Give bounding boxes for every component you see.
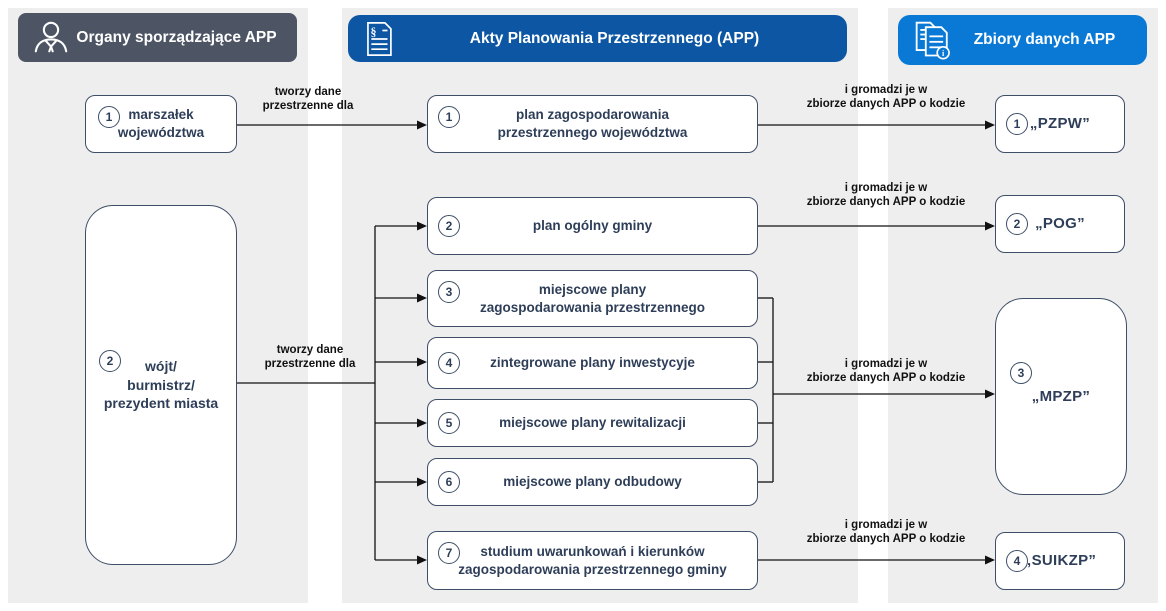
svg-text:§: §	[371, 24, 377, 38]
number-badge: 1	[438, 106, 460, 128]
number-badge: 2	[438, 215, 460, 237]
dataset-code: „MPZP”	[1031, 387, 1091, 405]
act-label: studium uwarunkowań i kierunków zagospod…	[458, 543, 727, 577]
dataset-code: „PZPW”	[1029, 115, 1091, 133]
header-acts: § Akty Planowania Przestrzennego (APP)	[348, 15, 847, 62]
act-label: zintegrowane plany inwestycyje	[490, 355, 695, 371]
act-box-odbudowa: 6 miejscowe plany odbudowy	[427, 458, 758, 506]
number-badge: 6	[438, 471, 460, 493]
act-label: miejscowe plany rewitalizacji	[499, 415, 686, 431]
act-box-mpzp: 3 miejscowe plany zagospodarowania przes…	[427, 270, 758, 327]
header-organs: Organy sporządzające APP	[18, 13, 297, 62]
header-acts-label: Akty Planowania Przestrzennego (APP)	[469, 29, 760, 47]
document-paragraph-icon: §	[362, 19, 396, 59]
edge-label-stores: i gromadzi je w zbiorze danych APP o kod…	[806, 519, 966, 545]
act-label: plan ogólny gminy	[532, 218, 653, 234]
dataset-code: „POG”	[1035, 215, 1085, 233]
edge-label-stores: i gromadzi je w zbiorze danych APP o kod…	[806, 84, 966, 110]
number-badge: 4	[438, 352, 460, 374]
dataset-box-pzpw: 1 „PZPW”	[995, 95, 1125, 153]
edge-label-creates: tworzy dane przestrzenne dla	[264, 344, 356, 370]
number-badge: 4	[1006, 550, 1028, 572]
edge-label-creates: tworzy dane przestrzenne dla	[262, 86, 354, 112]
organ-label: marszałek województwa	[117, 107, 205, 140]
act-box-studium: 7 studium uwarunkowań i kierunków zagosp…	[427, 531, 758, 590]
organ-box-wojt: 2 wójt/ burmistrz/ prezydent miasta	[85, 205, 237, 565]
number-badge: 3	[438, 281, 460, 303]
organ-box-marszalek: 1 marszałek województwa	[85, 95, 237, 153]
organ-label: wójt/ burmistrz/ prezydent miasta	[103, 358, 219, 412]
number-badge: 2	[1006, 213, 1028, 235]
number-badge: 2	[99, 350, 121, 372]
dataset-code: „SUIKZP”	[1023, 552, 1097, 570]
act-label: plan zagospodarowania przestrzennego woj…	[497, 107, 688, 140]
person-icon	[32, 19, 70, 57]
header-datasets: i Zbiory danych APP	[898, 15, 1147, 65]
header-organs-label: Organy sporządzające APP	[76, 28, 277, 46]
header-datasets-label: Zbiory danych APP	[973, 31, 1116, 48]
act-box-pzpw: 1 plan zagospodarowania przestrzennego w…	[427, 95, 758, 153]
svg-text:i: i	[942, 49, 945, 58]
number-badge: 1	[98, 106, 120, 128]
number-badge: 1	[1006, 113, 1028, 135]
act-label: miejscowe plany odbudowy	[503, 474, 682, 490]
edge-label-stores: i gromadzi je w zbiorze danych APP o kod…	[806, 182, 966, 208]
act-label: miejscowe plany zagospodarowania przestr…	[479, 281, 706, 315]
act-box-rewitalizacja: 5 miejscowe plany rewitalizacji	[427, 399, 758, 447]
dataset-box-mpzp: 3 „MPZP”	[995, 298, 1127, 495]
number-badge: 3	[1010, 362, 1032, 384]
number-badge: 5	[438, 412, 460, 434]
documents-info-icon: i	[912, 19, 956, 61]
act-box-zintegrowane: 4 zintegrowane plany inwestycyje	[427, 337, 758, 389]
edge-label-stores: i gromadzi je w zbiorze danych APP o kod…	[806, 358, 966, 384]
number-badge: 7	[438, 542, 460, 564]
dataset-box-suikzp: 4 „SUIKZP”	[995, 532, 1125, 590]
act-box-plan-ogolny: 2 plan ogólny gminy	[427, 197, 758, 255]
dataset-box-pog: 2 „POG”	[995, 195, 1125, 253]
